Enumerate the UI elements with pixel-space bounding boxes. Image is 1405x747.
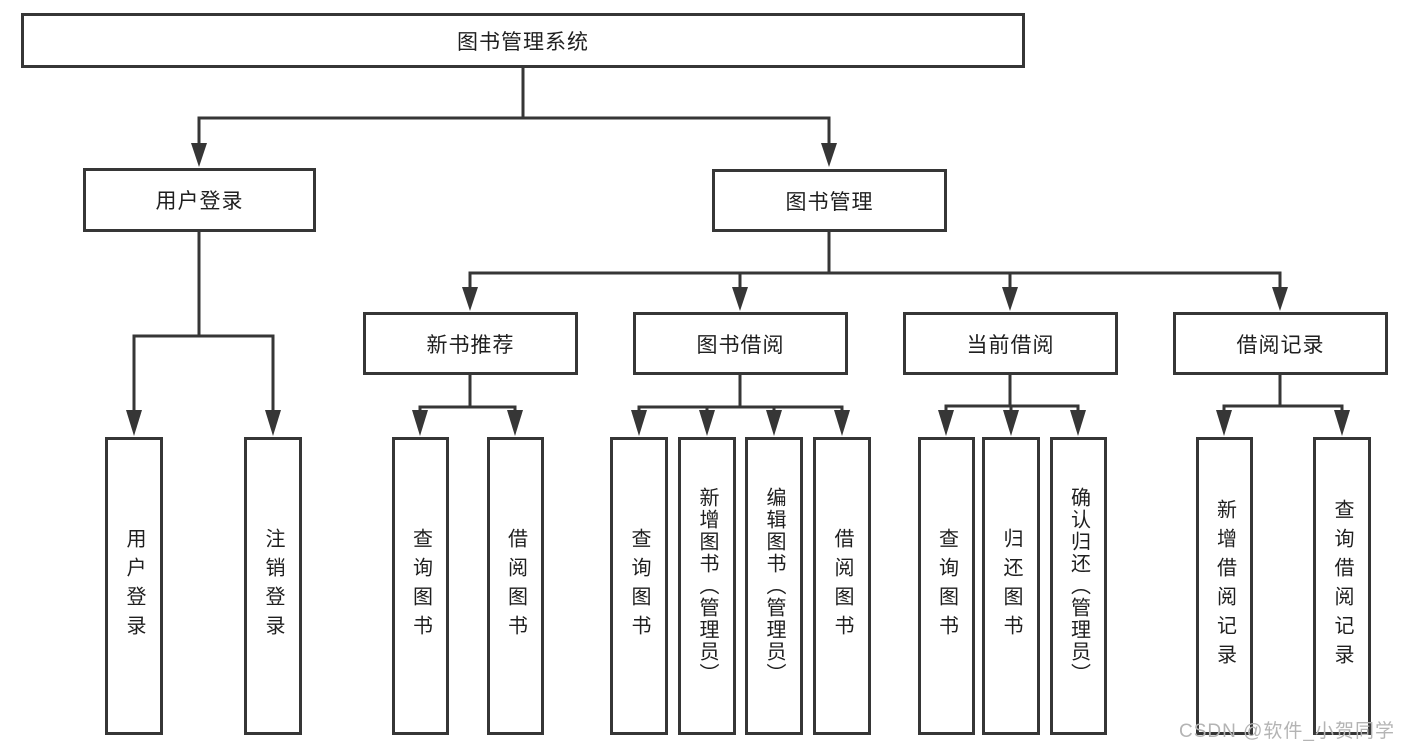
leaf-query-books-newbooks-label: 查询图书 <box>409 528 432 644</box>
connector-records-to-leaves <box>1222 373 1344 416</box>
leaf-query-borrow-record-label: 查询借阅记录 <box>1331 499 1353 673</box>
leaf-add-books-admin-label: 新增图书（管理员） <box>696 487 718 685</box>
leaf-return-books: 归还图书 <box>982 437 1040 735</box>
node-root-label: 图书管理系统 <box>457 30 589 54</box>
node-user-login: 用户登录 <box>83 168 316 232</box>
node-book-management: 图书管理 <box>712 169 947 232</box>
node-new-book-recommendation: 新书推荐 <box>363 312 578 375</box>
leaf-borrow-books-newbooks: 借阅图书 <box>487 437 544 735</box>
leaf-query-books-newbooks: 查询图书 <box>392 437 449 735</box>
leaf-query-books-borrowing: 查询图书 <box>610 437 668 735</box>
node-book-borrowing-label: 图书借阅 <box>696 333 785 357</box>
leaf-query-books-current-label: 查询图书 <box>935 528 958 644</box>
connector-mgmt-to-level3 <box>468 230 1282 292</box>
node-borrow-records-label: 借阅记录 <box>1236 333 1325 357</box>
leaf-confirm-return-admin-label: 确认归还（管理员） <box>1067 487 1090 685</box>
leaf-confirm-return-admin: 确认归还（管理员） <box>1050 437 1107 735</box>
csdn-watermark: CSDN @软件_小贺同学 <box>1179 721 1395 742</box>
leaf-user-login: 用户登录 <box>105 437 163 735</box>
node-new-book-recommendation-label: 新书推荐 <box>426 333 515 357</box>
leaf-logout-label: 注销登录 <box>262 528 284 644</box>
leaf-edit-books-admin: 编辑图书（管理员） <box>745 437 803 735</box>
arrowheads <box>126 143 1350 436</box>
leaf-query-books-current: 查询图书 <box>918 437 975 735</box>
node-root-system: 图书管理系统 <box>21 13 1025 68</box>
connector-root-to-level2 <box>197 66 831 147</box>
leaf-add-books-admin: 新增图书（管理员） <box>678 437 736 735</box>
leaf-query-borrow-record: 查询借阅记录 <box>1313 437 1371 735</box>
leaf-user-login-label: 用户登录 <box>123 528 145 644</box>
leaf-add-borrow-record: 新增借阅记录 <box>1196 437 1253 735</box>
leaf-query-books-borrowing-label: 查询图书 <box>628 528 650 644</box>
connector-curborrow-to-leaves <box>944 373 1080 416</box>
leaf-borrow-books-borrowing: 借阅图书 <box>813 437 871 735</box>
leaf-logout: 注销登录 <box>244 437 302 735</box>
leaf-add-borrow-record-label: 新增借阅记录 <box>1213 499 1236 673</box>
node-borrow-records: 借阅记录 <box>1173 312 1388 375</box>
connector-bookborrow-to-leaves <box>637 373 844 416</box>
node-user-login-label: 用户登录 <box>155 190 244 213</box>
node-book-borrowing: 图书借阅 <box>633 312 848 375</box>
node-current-borrowing: 当前借阅 <box>903 312 1118 375</box>
node-book-management-label: 图书管理 <box>785 190 874 214</box>
node-current-borrowing-label: 当前借阅 <box>966 333 1055 357</box>
leaf-borrow-books-newbooks-label: 借阅图书 <box>504 528 527 644</box>
connector-login-to-leaves <box>132 230 275 416</box>
leaf-edit-books-admin-label: 编辑图书（管理员） <box>763 487 785 685</box>
leaf-return-books-label: 归还图书 <box>1000 528 1022 644</box>
leaf-borrow-books-borrowing-label: 借阅图书 <box>831 528 853 644</box>
connector-newbooks-to-leaves <box>418 373 517 416</box>
